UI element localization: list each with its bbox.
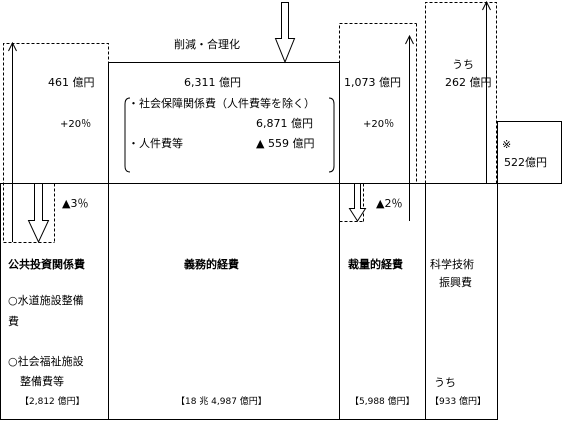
mandatory-title: 義務的経費 <box>184 258 239 271</box>
science-total: 【933 億円】 <box>430 397 487 407</box>
public-works-item-water: ○水道施設整備 <box>8 294 84 307</box>
cut-label: 削減・合理化 <box>174 38 240 51</box>
public-works-title: 公共投資関係費 <box>8 258 85 271</box>
science-bottom-uchi: うち <box>434 376 456 389</box>
public-works-raise-amount: 461 億円 <box>48 76 95 89</box>
science-top-uchi: うち <box>452 58 474 71</box>
discretionary-raise-amount: 1,073 億円 <box>344 76 401 89</box>
mandatory-item-personnel-amount: ▲ 559 億円 <box>256 137 315 150</box>
public-works-total: 【2,812 億円】 <box>20 397 85 407</box>
discretionary-reduction: ▲2％ <box>376 197 403 210</box>
mandatory-item-social-security: ・社会保障関係費（人件費等を除く） <box>128 97 315 110</box>
science-title: 科学技術 <box>430 258 474 271</box>
discretionary-total: 【5,988 億円】 <box>350 397 415 407</box>
public-works-item-water-cont: 費 <box>8 315 19 328</box>
mandatory-item-personnel: ・人件費等 <box>128 137 183 150</box>
public-works-raise-pct: +20％ <box>60 119 92 130</box>
public-works-item-welfare: ○社会福祉施設 <box>8 355 84 368</box>
public-works-item-welfare-cont: 整備費等 <box>20 375 64 388</box>
discretionary-title: 裁量的経費 <box>348 258 403 271</box>
discretionary-raise-pct: +20％ <box>363 119 395 130</box>
science-top-amount: 262 億円 <box>445 76 492 89</box>
mandatory-item-social-security-amount: 6,871 億円 <box>256 117 313 130</box>
note-amount: 522億円 <box>504 156 547 169</box>
science-title-cont: 振興費 <box>439 276 472 289</box>
mandatory-total: 【18 兆 4,987 億円】 <box>176 397 267 407</box>
note-mark: ※ <box>502 138 512 151</box>
public-works-reduction: ▲3％ <box>62 197 89 210</box>
mandatory-cut-amount: 6,311 億円 <box>184 76 241 89</box>
